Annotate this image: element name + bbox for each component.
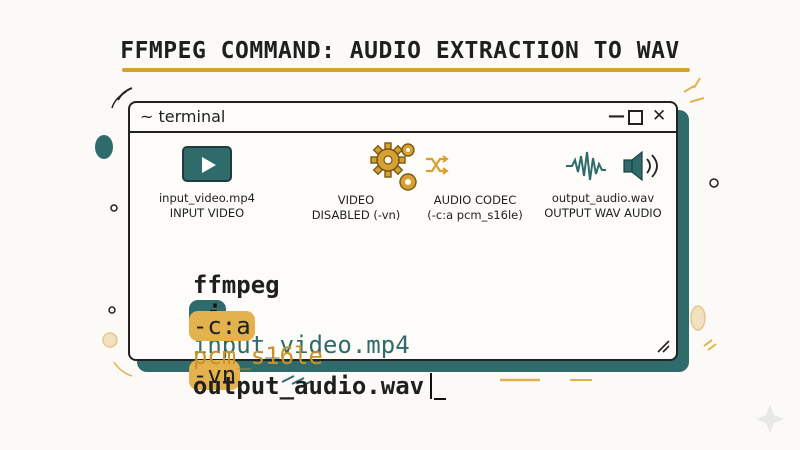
shuffle-icon (426, 155, 449, 175)
video-play-icon (182, 146, 232, 182)
gears-icon (370, 142, 417, 191)
sketch-mark-top-right (683, 85, 695, 93)
cmd-codec-value: pcm_s16le (192, 342, 323, 370)
speaker-waveform-icon (566, 150, 658, 182)
close-icon[interactable]: ✕ (652, 106, 667, 126)
cmd-flag-audio-codec: -c:a (188, 311, 255, 341)
text-cursor (430, 373, 433, 399)
page-title: FFMPEG COMMAND: AUDIO EXTRACTION TO WAV (120, 38, 680, 64)
command-line-2[interactable]: -c:a pcm_s16le output_audio.wav (160, 281, 447, 401)
cmd-output-file: output_audio.wav (192, 372, 425, 400)
audio-codec-line1: AUDIO CODEC (433, 193, 517, 207)
input-caption: INPUT VIDEO (169, 206, 245, 220)
input-filename: input_video.mp4 (158, 191, 255, 205)
teal-blob (95, 135, 113, 159)
doodle-circle-right (709, 178, 719, 188)
cmd-ffmpeg: ffmpeg (192, 271, 280, 299)
maximize-icon[interactable] (628, 110, 643, 125)
video-disabled-line2: DISABLED (-vn) (311, 208, 401, 222)
audio-codec-line2: (-c:a pcm_s16le) (427, 208, 523, 222)
terminal-titlebar[interactable]: ~ terminal — ✕ (130, 103, 676, 133)
video-disabled-label: VIDEO DISABLED (-vn) (306, 193, 406, 223)
terminal-title: ~ terminal (140, 107, 226, 126)
sketch-mark-top-left (117, 87, 133, 101)
input-label-group: input_video.mp4 INPUT VIDEO (150, 191, 264, 221)
audio-codec-label: AUDIO CODEC (-c:a pcm_s16le) (418, 193, 532, 223)
sketch-mark-bottom (281, 375, 313, 387)
resize-grip-icon[interactable] (656, 339, 670, 353)
output-caption: OUTPUT WAV AUDIO (544, 206, 662, 220)
video-disabled-line1: VIDEO (337, 193, 375, 207)
minimize-icon[interactable]: — (608, 106, 625, 126)
sparkle-icon (756, 405, 784, 433)
cursor-underscore (434, 398, 447, 400)
output-label-group: output_audio.wav OUTPUT WAV AUDIO (538, 191, 668, 221)
title-underline (122, 68, 690, 72)
cmd-flag-no-video: -vn (188, 360, 241, 390)
output-filename: output_audio.wav (551, 191, 655, 205)
